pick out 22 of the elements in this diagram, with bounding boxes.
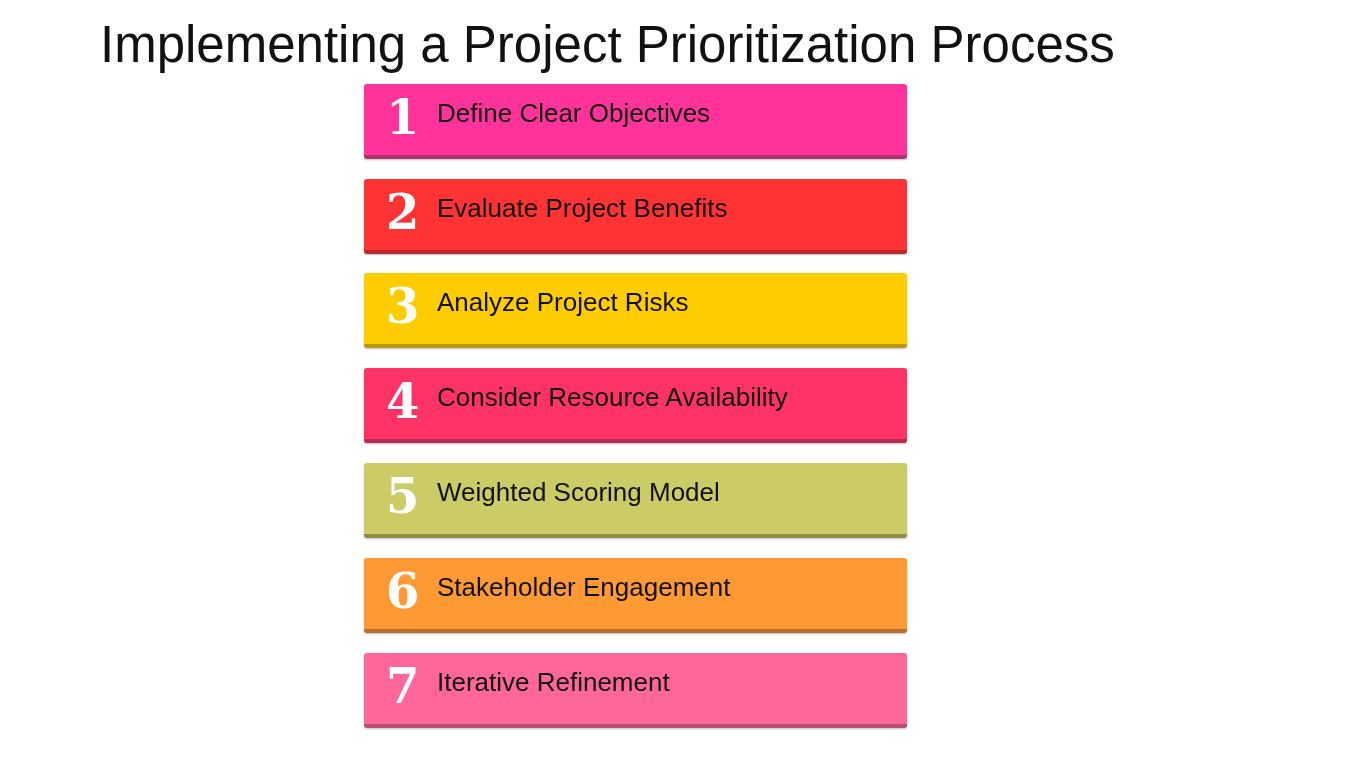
step-number: 2 <box>386 183 420 241</box>
step-number: 4 <box>386 372 420 430</box>
step-box <box>364 653 907 728</box>
step-number: 3 <box>386 277 420 335</box>
step-label: Iterative Refinement <box>437 666 670 698</box>
step-box <box>364 273 907 348</box>
step-label: Consider Resource Availability <box>437 381 788 413</box>
step-label: Evaluate Project Benefits <box>437 192 728 224</box>
step-box <box>364 368 907 443</box>
step-number: 5 <box>386 467 420 525</box>
step-box <box>364 558 907 633</box>
step-label: Stakeholder Engagement <box>437 571 731 603</box>
step-label: Analyze Project Risks <box>437 286 689 318</box>
step-label: Weighted Scoring Model <box>437 476 720 508</box>
title: Implementing a Project Prioritization Process <box>100 15 1115 75</box>
step-number: 6 <box>386 562 420 620</box>
step-label: Define Clear Objectives <box>437 97 711 129</box>
step-box <box>364 179 907 254</box>
step-number: 1 <box>386 88 420 146</box>
step-number: 7 <box>386 657 420 715</box>
step-box <box>364 463 907 538</box>
step-box <box>364 84 907 159</box>
